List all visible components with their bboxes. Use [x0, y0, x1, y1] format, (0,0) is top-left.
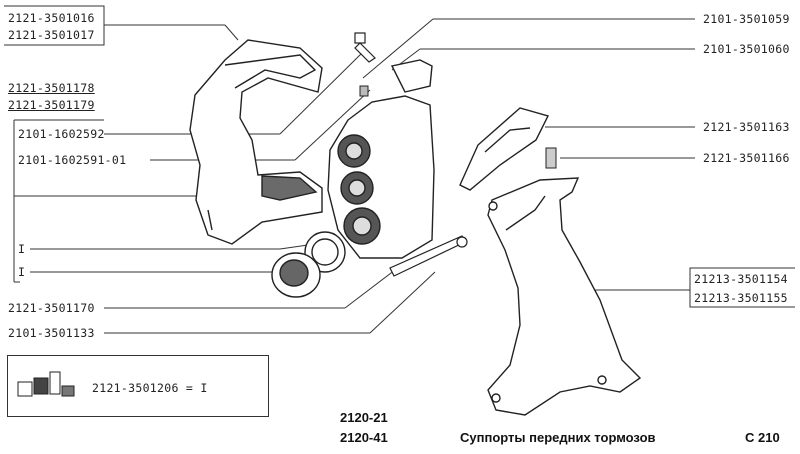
- caliper-bracket: [189, 39, 323, 245]
- part-number-label: 2121-3501170: [8, 301, 95, 315]
- part-number-label: 2121-3501017: [8, 28, 95, 42]
- anti-rattle-plate: [459, 107, 550, 191]
- repair-kit-legend: 2121-3501206 = I: [7, 355, 269, 417]
- part-number-label: 2121-3501166: [703, 151, 790, 165]
- part-number-label: 21213-3501155: [694, 291, 788, 305]
- part-number-label: 2121-3501178: [8, 81, 95, 95]
- page-title: Суппорты передних тормозов: [460, 430, 656, 445]
- part-number-label: 2101-3501060: [703, 42, 790, 56]
- part-number-label: 2121-3501163: [703, 120, 790, 134]
- guide-pin: [389, 235, 468, 277]
- model-number: 2120-21: [340, 410, 388, 425]
- part-number-label: 2101-1602591-01: [18, 153, 127, 167]
- repair-kit-legend-text: 2121-3501206 = I: [92, 381, 208, 395]
- kit-marker-label: I: [18, 265, 26, 279]
- spring-washer: [359, 85, 369, 97]
- legend-kit-icon: [17, 371, 75, 397]
- part-number-label: 2101-1602592: [18, 127, 105, 141]
- caliper-body: [327, 59, 435, 259]
- part-number-label: 21213-3501154: [694, 272, 788, 286]
- kit-marker-label: I: [18, 242, 26, 256]
- model-number: 2120-41: [340, 430, 388, 445]
- small-spring: [545, 147, 557, 169]
- part-number-label: 2101-3501059: [703, 12, 790, 26]
- bracket-left: [13, 119, 104, 283]
- anchor-bracket: [487, 177, 642, 416]
- part-number-label: 2101-3501133: [8, 326, 95, 340]
- bleeder-screw: [354, 32, 376, 63]
- piston: [271, 252, 321, 298]
- part-number-label: 2121-3501016: [8, 11, 95, 25]
- page-number: С 210: [745, 430, 780, 445]
- bracket-right: [689, 267, 795, 308]
- part-number-label: 2121-3501179: [8, 98, 95, 112]
